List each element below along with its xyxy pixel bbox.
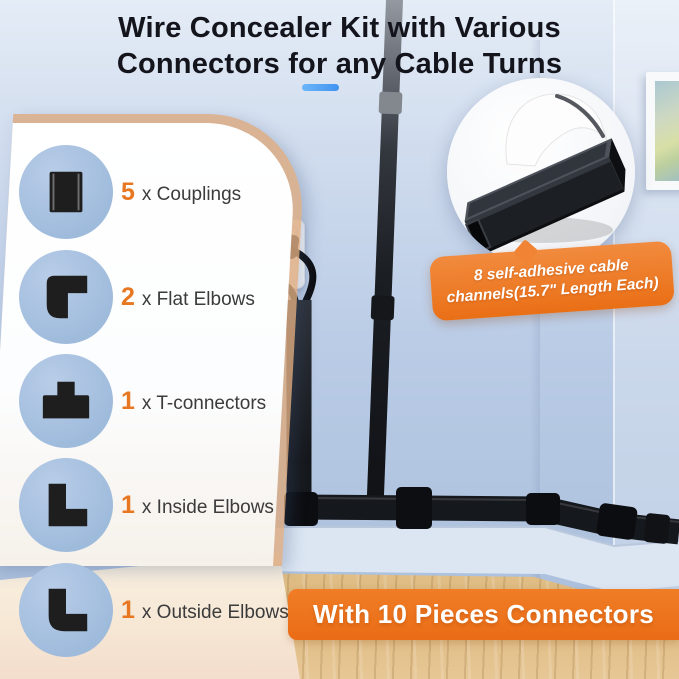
item-count: 2 xyxy=(121,282,135,311)
coupling-connector xyxy=(370,295,395,321)
baseboard xyxy=(252,527,679,592)
kit-item-outside-elbows: 1 x Outside Elbows xyxy=(19,563,289,657)
item-label: x Flat Elbows xyxy=(141,288,255,310)
inside-elbow-icon xyxy=(48,483,88,527)
banner-text: With 10 Pieces Connectors xyxy=(312,599,655,629)
item-count: 1 xyxy=(121,595,135,624)
coupling-connector xyxy=(643,513,671,544)
item-count: 5 xyxy=(121,177,135,206)
item-count: 1 xyxy=(121,490,135,519)
wall-corner-shadow xyxy=(530,40,540,590)
connector-badge xyxy=(19,563,113,657)
coupling-icon xyxy=(49,171,83,213)
title-line-2: Connectors for any Cable Turns xyxy=(116,47,563,80)
connector-badge xyxy=(19,145,113,239)
item-label: x Inside Elbows xyxy=(141,496,274,518)
kit-item-t-connectors: 1 x T-connectors xyxy=(19,354,266,448)
kit-item-couplings: 5 x Couplings xyxy=(19,145,241,239)
kit-item-flat-elbows: 2 x Flat Elbows xyxy=(19,250,255,344)
raceway-vertical-upper xyxy=(366,0,404,506)
product-photo-inset xyxy=(447,78,635,266)
inside-elbow-connector xyxy=(526,493,560,525)
item-label: x Outside Elbows xyxy=(141,601,289,623)
connector-badge xyxy=(19,458,113,552)
picture-frame xyxy=(646,72,679,190)
outside-elbow-icon xyxy=(48,588,88,632)
title-line-1: Wire Concealer Kit with Various xyxy=(118,12,561,44)
t-connector-icon xyxy=(42,381,90,419)
outside-elbow-connector xyxy=(596,503,638,540)
connectors-count-banner: With 10 Pieces Connectors xyxy=(288,589,679,640)
flat-elbow-icon xyxy=(46,275,88,319)
tape-liner-stripe xyxy=(555,94,605,138)
item-count: 1 xyxy=(121,386,135,415)
connector-badge xyxy=(19,250,113,344)
raceway-run xyxy=(286,300,679,545)
kit-item-inside-elbows: 1 x Inside Elbows xyxy=(19,458,274,552)
page-title: Wire Concealer Kit with Various Connecto… xyxy=(0,11,679,83)
item-label: x T-connectors xyxy=(141,392,267,414)
item-label: x Couplings xyxy=(141,183,242,205)
connector-badge xyxy=(19,354,113,448)
flat-elbow-connector xyxy=(284,492,318,526)
cable-channel-photo xyxy=(464,93,626,256)
t-connector xyxy=(396,487,432,529)
coupling-connector xyxy=(378,91,403,115)
picture-frame-art xyxy=(655,81,679,181)
title-underline-accent xyxy=(302,84,339,91)
